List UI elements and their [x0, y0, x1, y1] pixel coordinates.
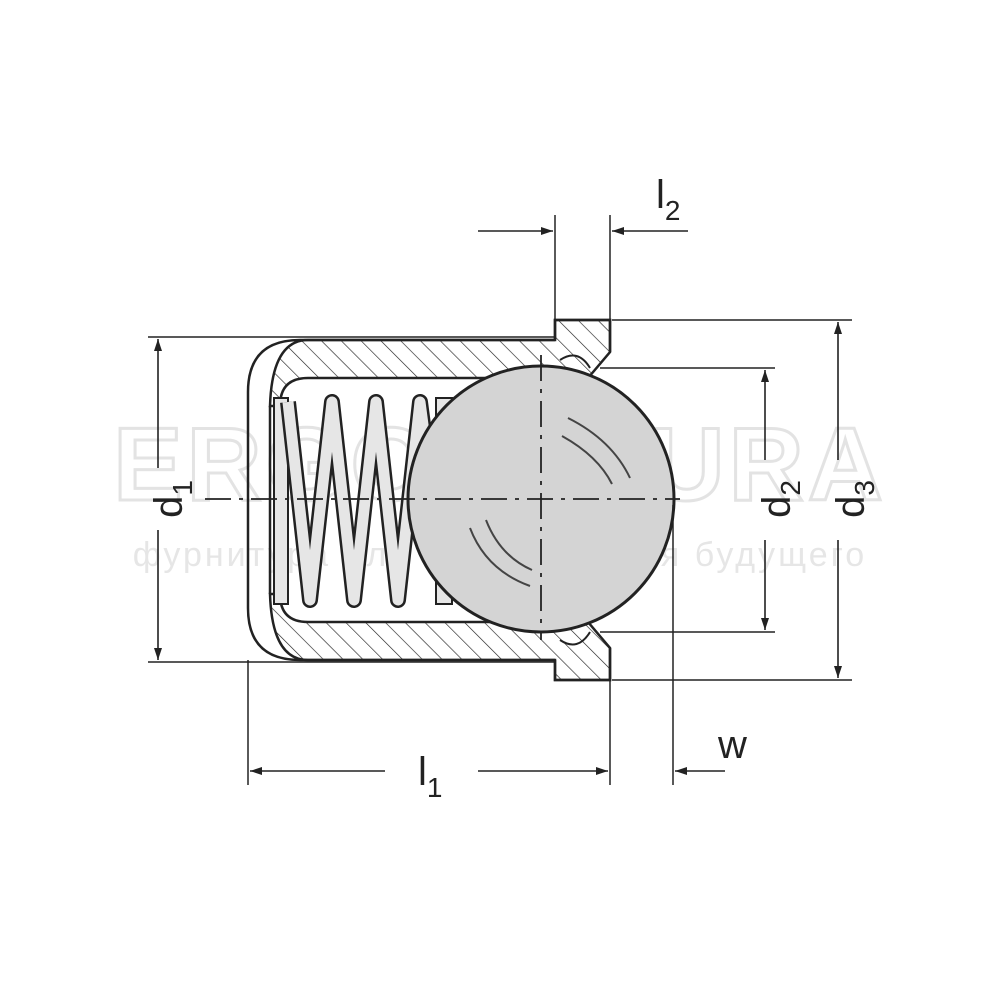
label-d2: d2	[755, 480, 806, 518]
seat-lip-top	[559, 354, 591, 369]
housing-outer-contour	[246, 338, 555, 662]
center-lines	[205, 355, 680, 640]
ball-highlight-upper-2	[561, 435, 613, 485]
label-l2: l2	[656, 173, 680, 226]
spring-end-plate	[273, 397, 289, 605]
label-w: w	[717, 723, 747, 767]
seat-lip-bottom	[559, 631, 591, 646]
label-l1: l1	[418, 750, 442, 803]
ball-highlight-upper	[567, 417, 631, 479]
dimension-labels: d1 d2 d3 l1 l2 w	[147, 173, 880, 803]
label-d1: d1	[147, 480, 198, 518]
ball-highlight-lower	[469, 527, 531, 587]
housing-flange-bottom	[553, 648, 612, 682]
housing-flange-top	[553, 318, 612, 352]
housing	[246, 318, 612, 682]
label-d3: d3	[829, 480, 880, 518]
extension-lines	[148, 215, 852, 785]
ball-highlight-lower-2	[485, 519, 533, 571]
spring-coil-front	[282, 396, 452, 606]
dimension-lines	[154, 227, 842, 775]
